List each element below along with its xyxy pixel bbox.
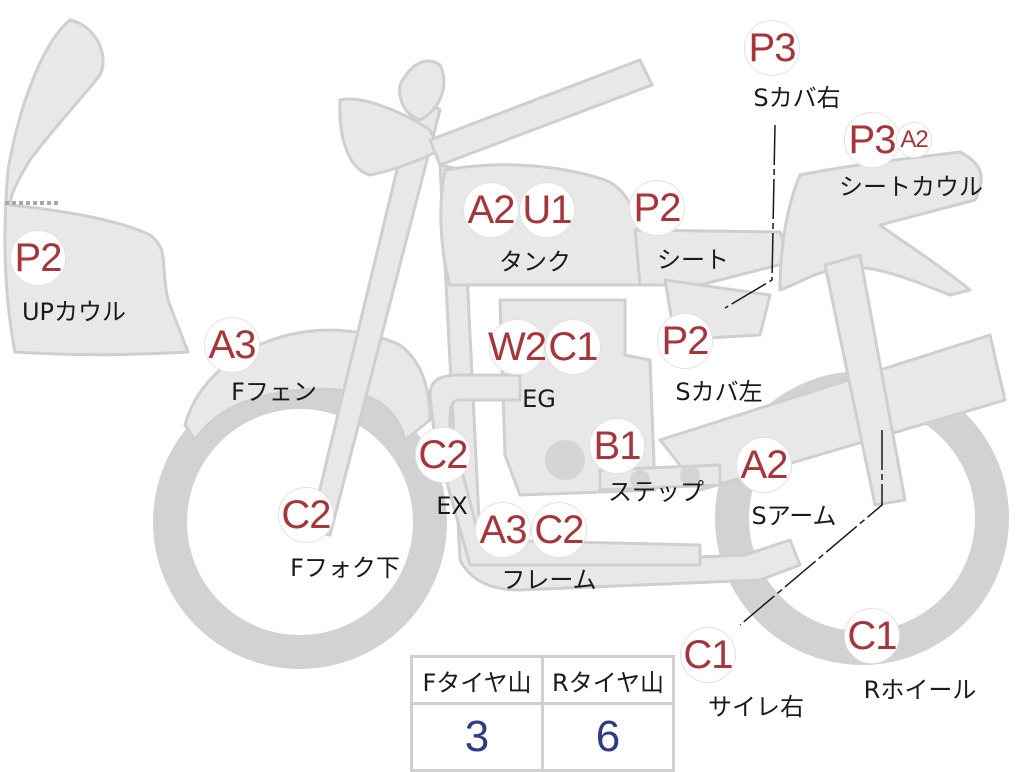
label-seat: シート (657, 246, 729, 274)
step-peg-2 (680, 465, 700, 485)
grades-muffler-r: C1 (680, 627, 736, 683)
grade-badge: A3 (475, 502, 531, 558)
label-f-fender: Fフェン (231, 378, 317, 406)
label-frame: フレーム (501, 566, 597, 594)
grade-badge: P2 (657, 313, 713, 369)
grade-badge: P2 (629, 180, 685, 236)
front-tire-header: Fタイヤ山 (410, 655, 544, 705)
label-s-cover-r: Sカバ右 (753, 84, 841, 112)
grades-f-fork: C2 (278, 487, 334, 543)
headlight-shape (398, 59, 446, 122)
label-seat-cowl: シートカウル (839, 173, 983, 201)
handlebar-shape (338, 97, 442, 177)
label-exhaust: EX (436, 492, 468, 520)
frame-tube-upper (428, 58, 654, 167)
front-tire-value: 3 (410, 702, 544, 772)
grade-badge: A2 (463, 182, 519, 238)
front-tire (153, 375, 447, 669)
grades-seat: P2 (629, 180, 685, 236)
grade-badge: C1 (545, 319, 601, 375)
grade-badge: C1 (680, 627, 736, 683)
leader-muffler-right (739, 430, 883, 626)
grade-badge: B1 (589, 418, 645, 474)
grades-s-arm: A2 (736, 437, 792, 493)
label-step: ステップ (608, 478, 704, 506)
label-engine: EG (522, 385, 556, 413)
grade-badge: A2 (736, 437, 792, 493)
grade-badge: P3 (744, 20, 800, 76)
rear-frame-shape (823, 253, 907, 507)
grade-badge: W2 (488, 319, 547, 375)
grade-badge: U1 (519, 182, 575, 238)
label-s-cover-l: Sカバ左 (675, 378, 763, 406)
grades-s-cover-l: P2 (657, 313, 713, 369)
engine-case-circle (545, 440, 585, 480)
grade-badge: C2 (531, 502, 587, 558)
tire-table-header-row: Fタイヤ山 Rタイヤ山 (410, 655, 675, 705)
tire-table-value-row: 3 6 (410, 702, 675, 772)
step-peg-1 (630, 470, 650, 490)
grades-f-fender: A3 (204, 317, 260, 373)
leader-s-cover-right (724, 124, 776, 309)
grade-badge: C2 (415, 427, 471, 483)
label-f-fork: Fフォク下 (290, 554, 400, 582)
label-up-cowl: UPカウル (21, 298, 127, 326)
rear-tire-header: Rタイヤ山 (541, 655, 675, 705)
rear-tire-value: 6 (541, 702, 675, 772)
grades-up-cowl: P2 (10, 230, 66, 286)
grade-badge: C2 (278, 487, 334, 543)
grade-badge: A3 (204, 317, 260, 373)
grades-step: B1 (589, 418, 645, 474)
seat-cowl-shape (778, 150, 983, 297)
grade-badge: P3 (844, 112, 900, 168)
label-s-arm: Sアーム (751, 502, 837, 530)
label-muffler-r: サイレ右 (708, 693, 804, 721)
grade-badge: C1 (844, 608, 900, 664)
grades-exhaust: C2 (415, 427, 471, 483)
grade-badge-small: A2 (896, 122, 932, 158)
grades-r-wheel: C1 (844, 608, 900, 664)
tire-tread-table: Fタイヤ山 Rタイヤ山 3 6 (410, 655, 675, 772)
seat-shape (633, 228, 792, 287)
grade-badge: P2 (10, 230, 66, 286)
label-tank: タンク (499, 248, 571, 276)
label-r-wheel: Rホイール (863, 676, 977, 704)
grades-s-cover-r: P3 (744, 20, 800, 76)
